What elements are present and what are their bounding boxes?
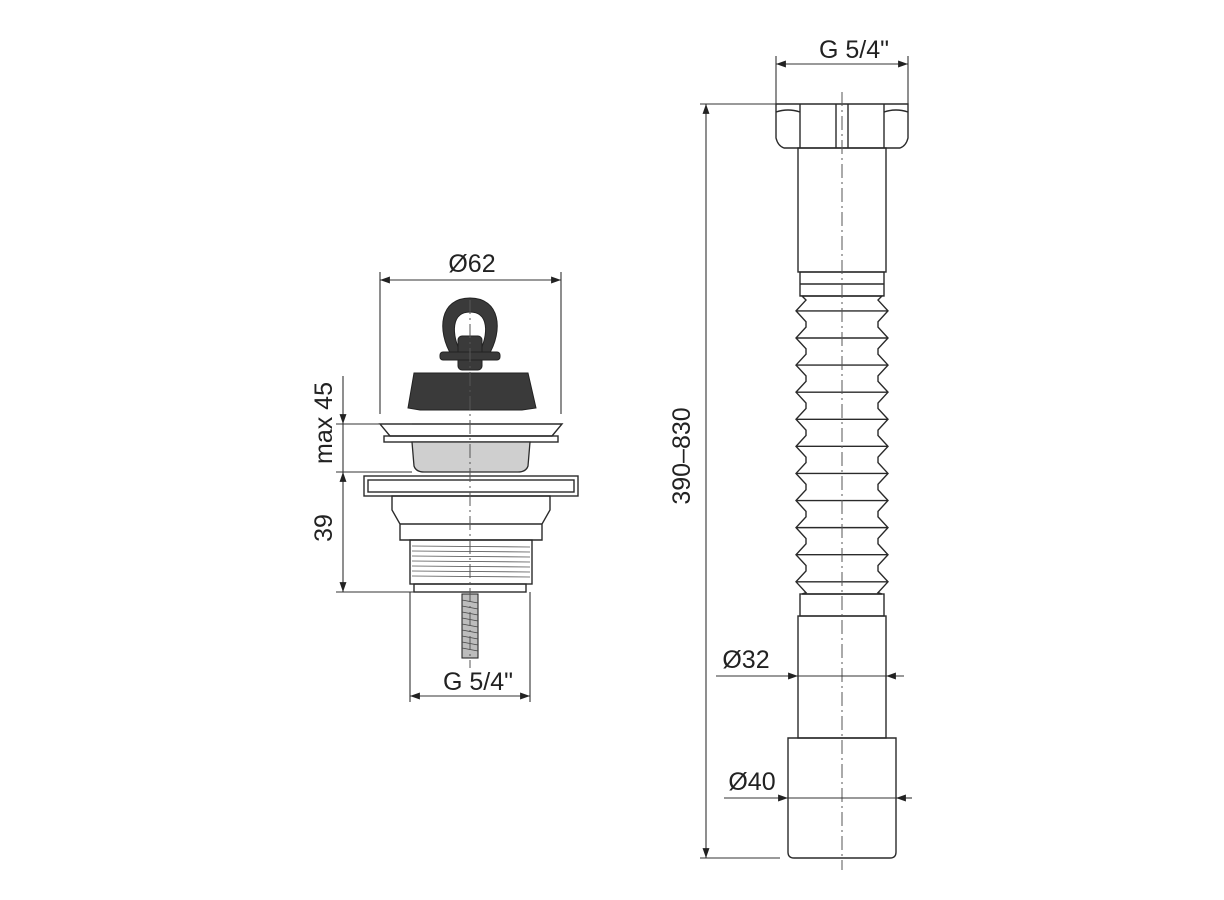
d62-label: Ø62 <box>448 250 495 278</box>
waste-body <box>391 495 551 541</box>
bottom-socket <box>787 737 897 859</box>
h39-label: 39 <box>310 514 338 542</box>
nut-chamfer-right <box>883 109 909 113</box>
g54-top-label: G 5/4" <box>819 36 889 64</box>
max45-label: max 45 <box>310 382 338 464</box>
sink-waste-assembly: Ø62 max 45 39 G 5/4" <box>310 250 579 702</box>
thread-lines <box>411 545 531 578</box>
strainer-flange <box>378 423 564 437</box>
flexible-hose-assembly: G 5/4" 390–830 Ø32 Ø40 <box>668 36 912 870</box>
d40-label: Ø40 <box>728 768 775 796</box>
nut-chamfer-left <box>775 109 801 113</box>
strainer-basket <box>411 441 531 473</box>
g54-bottom-label: G 5/4" <box>443 668 513 696</box>
length-label: 390–830 <box>668 407 696 504</box>
d32-label: Ø32 <box>722 646 769 674</box>
waste-flange-inner <box>367 479 575 493</box>
waste-flange <box>363 475 579 497</box>
rubber-stopper-icon <box>407 372 537 411</box>
hose-nut <box>775 103 909 149</box>
strainer-rim <box>383 435 559 443</box>
